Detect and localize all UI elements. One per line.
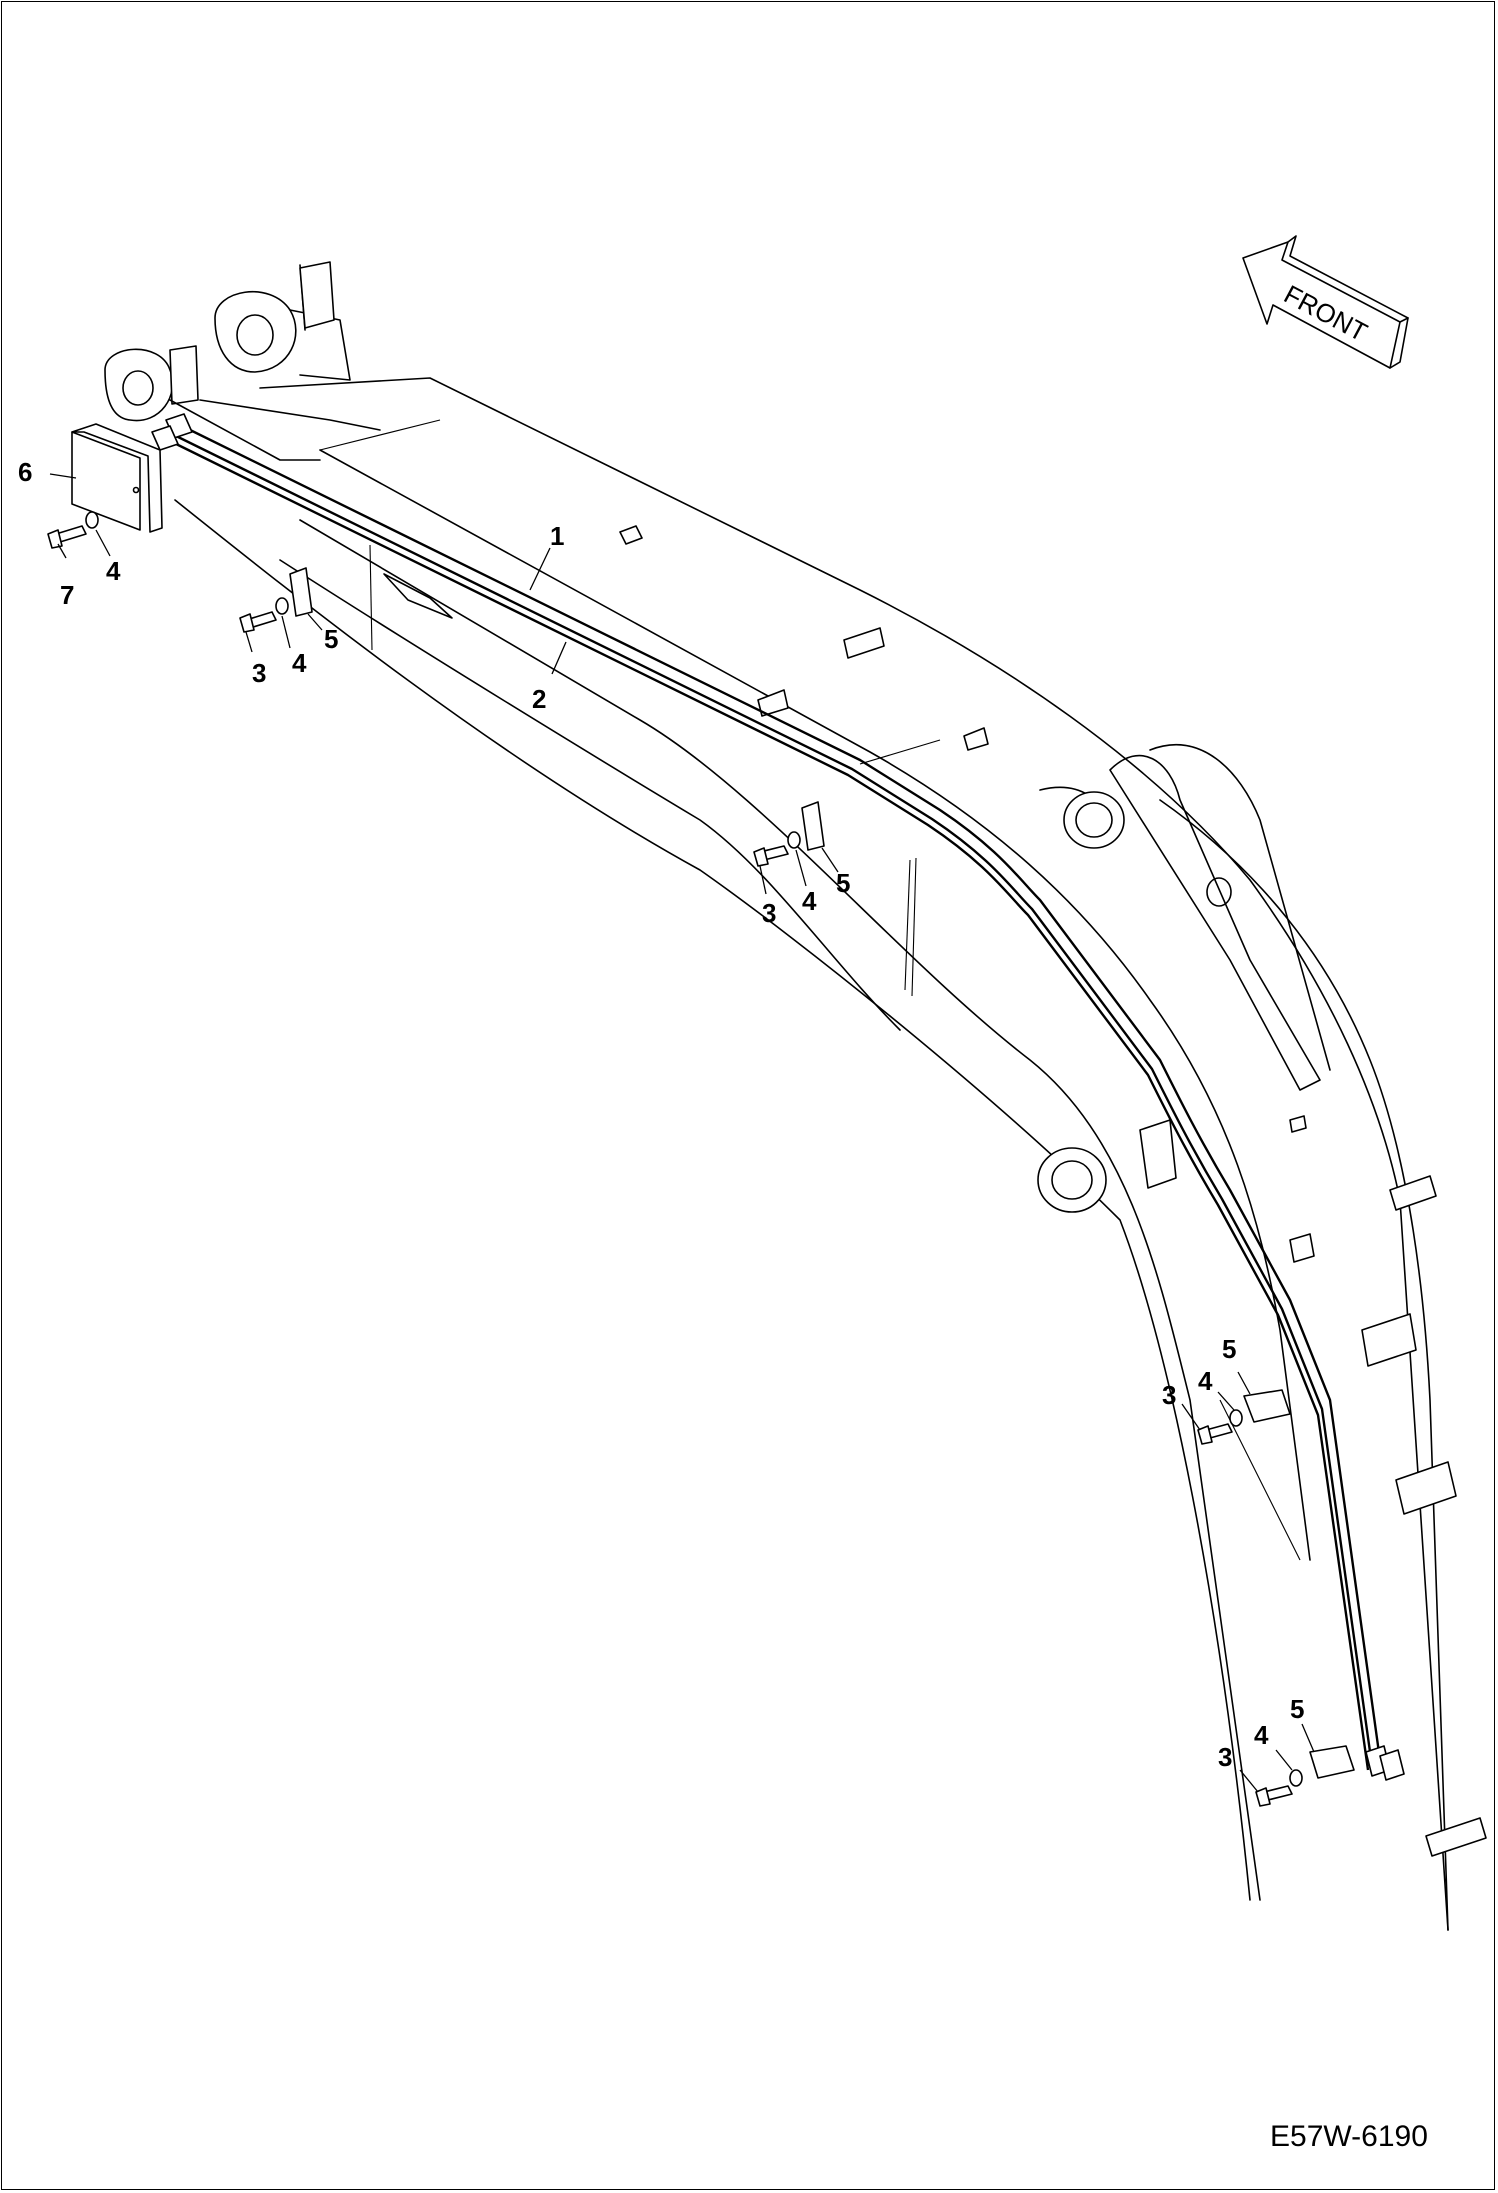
washer-part-4	[275, 597, 289, 615]
callout-4: 4	[292, 648, 307, 678]
hose-fittings-bottom	[1365, 1745, 1405, 1781]
callout-5: 5	[324, 624, 338, 654]
bolt-set-bracket	[47, 511, 99, 549]
callout-2: 2	[532, 684, 546, 714]
hose-1	[179, 423, 1382, 1761]
bracket-plate-part-6	[71, 423, 163, 533]
callout-3: 3	[762, 898, 776, 928]
callout-5: 5	[1222, 1334, 1236, 1364]
weld-lugs	[383, 525, 1487, 1857]
arm-boom-body	[174, 377, 1449, 1931]
washer-part-4	[1289, 1769, 1303, 1787]
arm-foot-pins	[104, 261, 381, 461]
callout-3: 3	[1218, 1742, 1232, 1772]
callout-7: 7	[60, 580, 74, 610]
knuckle-pins	[1037, 791, 1232, 1213]
washer-part-4	[1229, 1409, 1243, 1427]
hose-fittings-top	[151, 413, 193, 451]
callout-5: 5	[1290, 1694, 1304, 1724]
callout-4: 4	[802, 886, 817, 916]
callout-5: 5	[836, 868, 850, 898]
front-arrow-icon: FRONT	[1242, 235, 1409, 369]
callout-4: 4	[1198, 1366, 1213, 1396]
callout-labels: 1 2 3 3 3 3 4 4 4 4 4 5 5 5 5 6 7	[18, 457, 1304, 1772]
clamp-part-5	[1243, 1389, 1291, 1423]
callout-3: 3	[1162, 1380, 1176, 1410]
callout-4: 4	[1254, 1720, 1269, 1750]
drawing-code: E57W-6190	[1270, 2120, 1428, 2153]
callout-1: 1	[550, 521, 564, 551]
callout-6: 6	[18, 457, 32, 487]
clamp-set-1	[239, 567, 313, 633]
callout-4: 4	[106, 556, 121, 586]
clamp-part-5	[289, 567, 313, 617]
clamp-set-3	[1197, 1389, 1291, 1445]
hose-2	[167, 432, 1374, 1771]
washer-part-4	[787, 831, 801, 849]
callout-3: 3	[252, 658, 266, 688]
clamp-part-5	[801, 801, 825, 851]
clamp-set-2	[753, 801, 825, 867]
clamp-set-4	[1255, 1745, 1355, 1807]
leader-lines	[49, 473, 1315, 1793]
washer-part-4	[85, 511, 99, 529]
clamp-part-5	[1309, 1745, 1355, 1779]
